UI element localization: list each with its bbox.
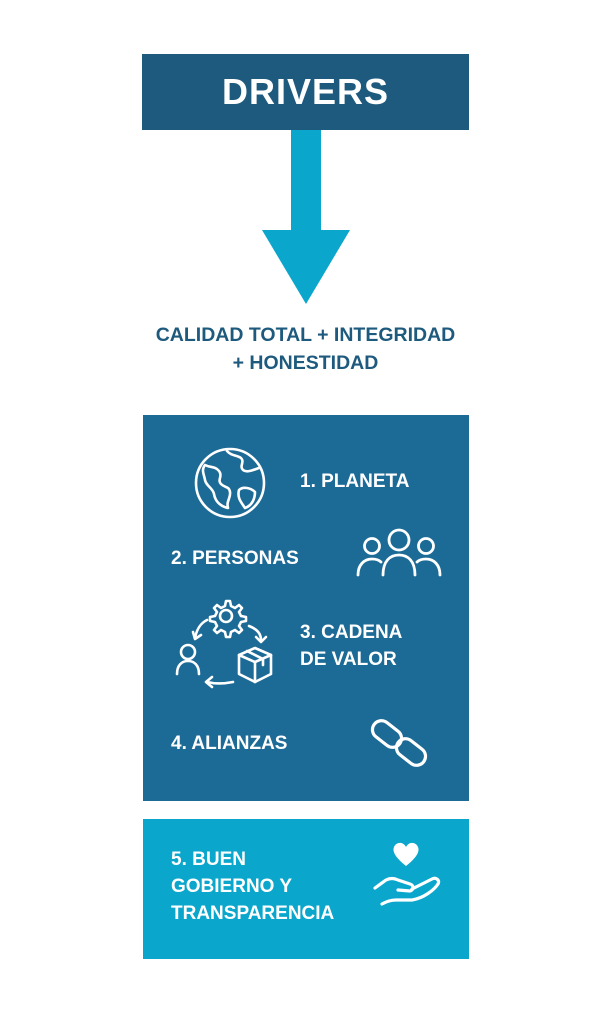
people-group-icon: [355, 527, 443, 577]
subtitle: CALIDAD TOTAL + INTEGRIDAD + HONESTIDAD: [100, 321, 511, 377]
title-banner: DRIVERS: [142, 54, 469, 130]
globe-icon: [193, 446, 267, 520]
heart-hand-icon: [372, 838, 446, 908]
subtitle-line-2: + HONESTIDAD: [232, 352, 379, 374]
chain-link-icon: [368, 717, 430, 769]
item-planeta-label: 1. PLANETA: [300, 471, 410, 492]
item-cadena-label: 3. CADENA DE VALOR: [300, 622, 403, 670]
item-personas-label: 2. PERSONAS: [171, 548, 299, 569]
item-alianzas-label: 4. ALIANZAS: [171, 733, 288, 754]
down-arrow-icon: [262, 130, 350, 304]
page-title: DRIVERS: [221, 71, 390, 112]
item-gobierno-label: 5. BUEN GOBIERNO Y TRANSPARENCIA: [171, 849, 335, 924]
value-chain-icon: [175, 598, 275, 692]
subtitle-line-1: CALIDAD TOTAL + INTEGRIDAD: [155, 324, 456, 346]
